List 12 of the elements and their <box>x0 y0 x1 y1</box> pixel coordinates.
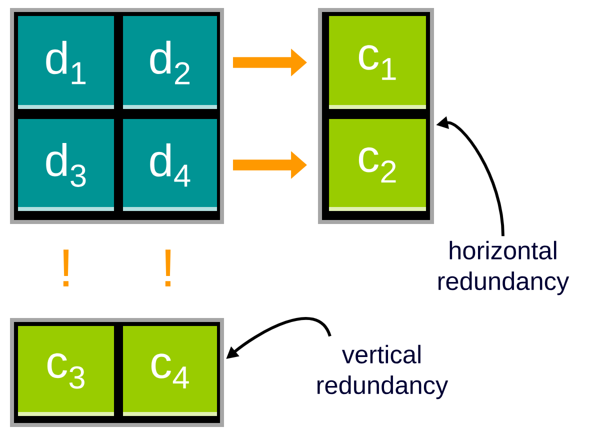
cell-box: d$_{3}$ <box>16 117 116 213</box>
annotation-text: horizontal redundancy <box>438 240 570 296</box>
cell-box: c$_{2}$ <box>327 117 428 213</box>
cell-box: d$_{2}$ <box>121 14 219 111</box>
exclamation-mark: ! <box>165 250 171 286</box>
cell-box: c$_{4}$ <box>121 324 219 418</box>
cell-box: c$_{1}$ <box>327 14 428 111</box>
cell-box: c$_{3}$ <box>16 324 116 418</box>
cell-box: d$_{4}$ <box>121 117 219 213</box>
cell-box: d$_{1}$ <box>16 14 116 111</box>
exclamation-mark: ! <box>63 250 69 286</box>
annotation-text: vertical redundancy <box>317 344 448 400</box>
